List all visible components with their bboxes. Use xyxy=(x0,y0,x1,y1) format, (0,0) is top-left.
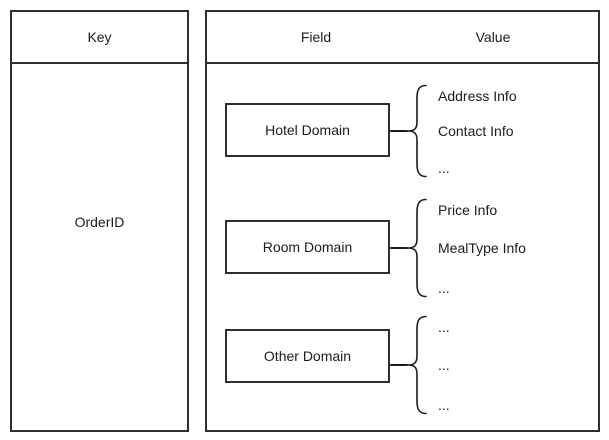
key-panel-header: Key xyxy=(12,12,187,64)
field-header-label: Field xyxy=(300,29,332,45)
domain-box-other-domain: Other Domain xyxy=(225,329,390,383)
key-panel-body: OrderID xyxy=(12,64,187,430)
order-id-label: OrderID xyxy=(74,214,125,230)
value-label: ... xyxy=(438,280,450,296)
connector-line xyxy=(390,130,408,132)
key-header-label: Key xyxy=(87,29,112,45)
value-label: Address Info xyxy=(438,88,517,104)
value-header-label: Value xyxy=(475,29,511,45)
connector-line xyxy=(390,247,408,249)
curly-brace-icon xyxy=(407,84,427,178)
value-label: Contact Info xyxy=(438,123,514,139)
value-label: MealType Info xyxy=(438,240,526,256)
value-label: ... xyxy=(438,357,450,373)
key-panel: Key OrderID xyxy=(10,10,189,432)
domain-box-hotel-domain: Hotel Domain xyxy=(225,103,390,157)
field-value-panel-header: Field Value xyxy=(207,12,598,64)
connector-line xyxy=(390,364,408,366)
value-label: Price Info xyxy=(438,202,498,218)
curly-brace-icon xyxy=(407,315,427,415)
curly-brace-icon xyxy=(407,198,427,298)
value-label: ... xyxy=(438,319,450,335)
domain-label-room-domain: Room Domain xyxy=(262,239,353,255)
domain-label-other-domain: Other Domain xyxy=(263,348,352,364)
value-label: ... xyxy=(438,397,450,413)
domain-label-hotel-domain: Hotel Domain xyxy=(265,122,350,138)
value-label: ... xyxy=(438,160,450,176)
domain-box-room-domain: Room Domain xyxy=(225,220,390,274)
